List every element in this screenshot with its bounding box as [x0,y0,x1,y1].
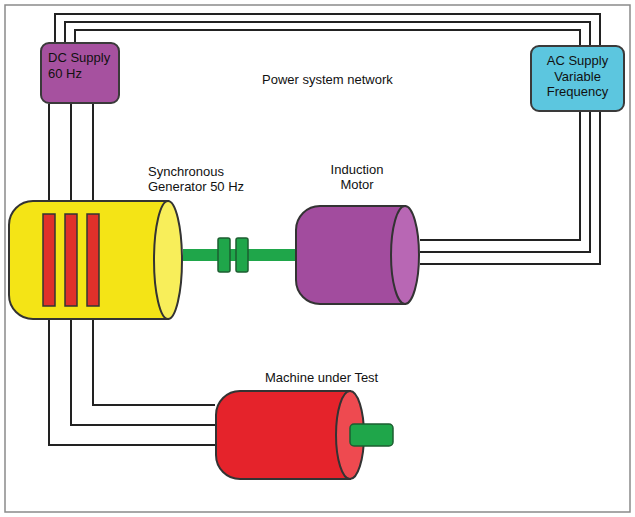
power-wire-line [420,112,590,252]
power-wire [55,14,600,45]
machine-cylinder: Machine under Test [215,390,395,480]
slip-ring-bar [65,214,77,306]
power-wire [49,104,93,200]
cylinder-end-face [154,201,182,319]
supply-box: AC Supply Variable Frequency [530,45,625,112]
power-wire-line [49,320,215,445]
generator-cylinder: Synchronous Generator 50 Hz [8,200,183,320]
power-wire-line [420,112,580,240]
network-label: Power system network [262,72,393,88]
shaft [350,424,393,446]
slip-ring-bar [43,214,55,306]
cylinder-body [296,206,405,304]
machine-drawing [215,390,395,480]
node-label: AC Supply Variable Frequency [538,53,617,100]
power-wire-line [420,112,600,264]
machine-label: Synchronous Generator 50 Hz [148,164,263,195]
machine-drawing [295,205,420,305]
power-wire [49,320,215,445]
power-wire-line [93,320,215,405]
machine-label: Induction Motor [317,162,397,193]
node-label: DC Supply 60 Hz [48,50,112,81]
picture-frame [5,5,630,512]
slip-ring-bar [87,214,99,306]
power-wire [420,112,600,264]
machine-label: Machine under Test [265,370,405,386]
power-wire-line [92,104,94,200]
cylinder-body [216,391,350,479]
cylinder-body [9,201,168,319]
power-wire-line [65,22,590,45]
coupling-flange [218,238,230,272]
cylinder-end-face [391,206,419,304]
power-wire-line [48,104,50,200]
power-wire-line [70,104,72,200]
power-wire-line [75,30,580,45]
coupling-flange [236,238,248,272]
machine-drawing [8,200,183,320]
supply-box: DC Supply 60 Hz [40,42,120,104]
power-wire-line [71,320,215,425]
power-wire-line [55,14,600,45]
motor-cylinder: Induction Motor [295,205,420,305]
